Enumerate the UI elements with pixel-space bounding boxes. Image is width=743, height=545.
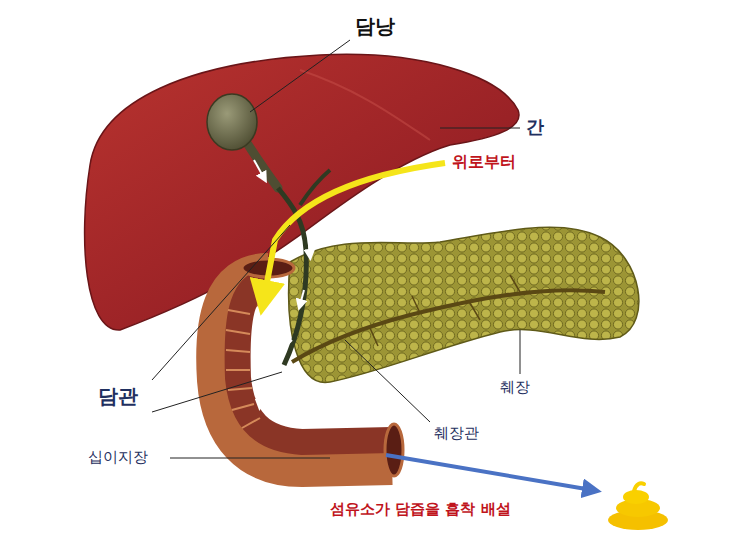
stool-icon [608, 483, 668, 530]
leader-line [520, 330, 521, 374]
leader-line [170, 458, 330, 459]
organ-label: 십이지장 [88, 448, 148, 466]
organ-label: 췌장 [500, 378, 530, 396]
duodenum-folds [226, 310, 260, 428]
gallbladder-neck [245, 140, 278, 188]
duodenum-opening [385, 424, 403, 476]
liver-shade [300, 70, 430, 140]
leader-line [440, 128, 520, 129]
leader-line [345, 340, 430, 422]
duodenum-inner [238, 282, 392, 442]
pancreas [289, 227, 639, 382]
organ-label: 담낭 [355, 14, 395, 38]
gallbladder [207, 94, 257, 150]
leader-line [152, 225, 290, 380]
excretion-arrow [386, 455, 592, 490]
flow-label: 위로부터 [452, 152, 516, 171]
note-label: 섬유소가 담즙을 흡착 배설 [330, 500, 511, 518]
flow-arrow [300, 290, 304, 305]
leader-line [250, 40, 350, 112]
leader-lines [152, 40, 520, 458]
flow-arrow [254, 160, 264, 178]
stomach-flow-arrow [264, 163, 445, 298]
flow-arrow [260, 385, 262, 405]
pancreatic-branches [370, 275, 520, 346]
flow-arrow [270, 340, 292, 362]
organ-label: 담관 [98, 384, 138, 408]
leader-line [152, 372, 282, 412]
flow-arrow [276, 385, 280, 405]
duodenum-outer [221, 278, 392, 462]
organ-label: 간 [526, 116, 544, 138]
flow-arrow [308, 235, 310, 255]
pancreatic-duct [292, 290, 605, 362]
organ-label: 췌장관 [434, 424, 479, 442]
